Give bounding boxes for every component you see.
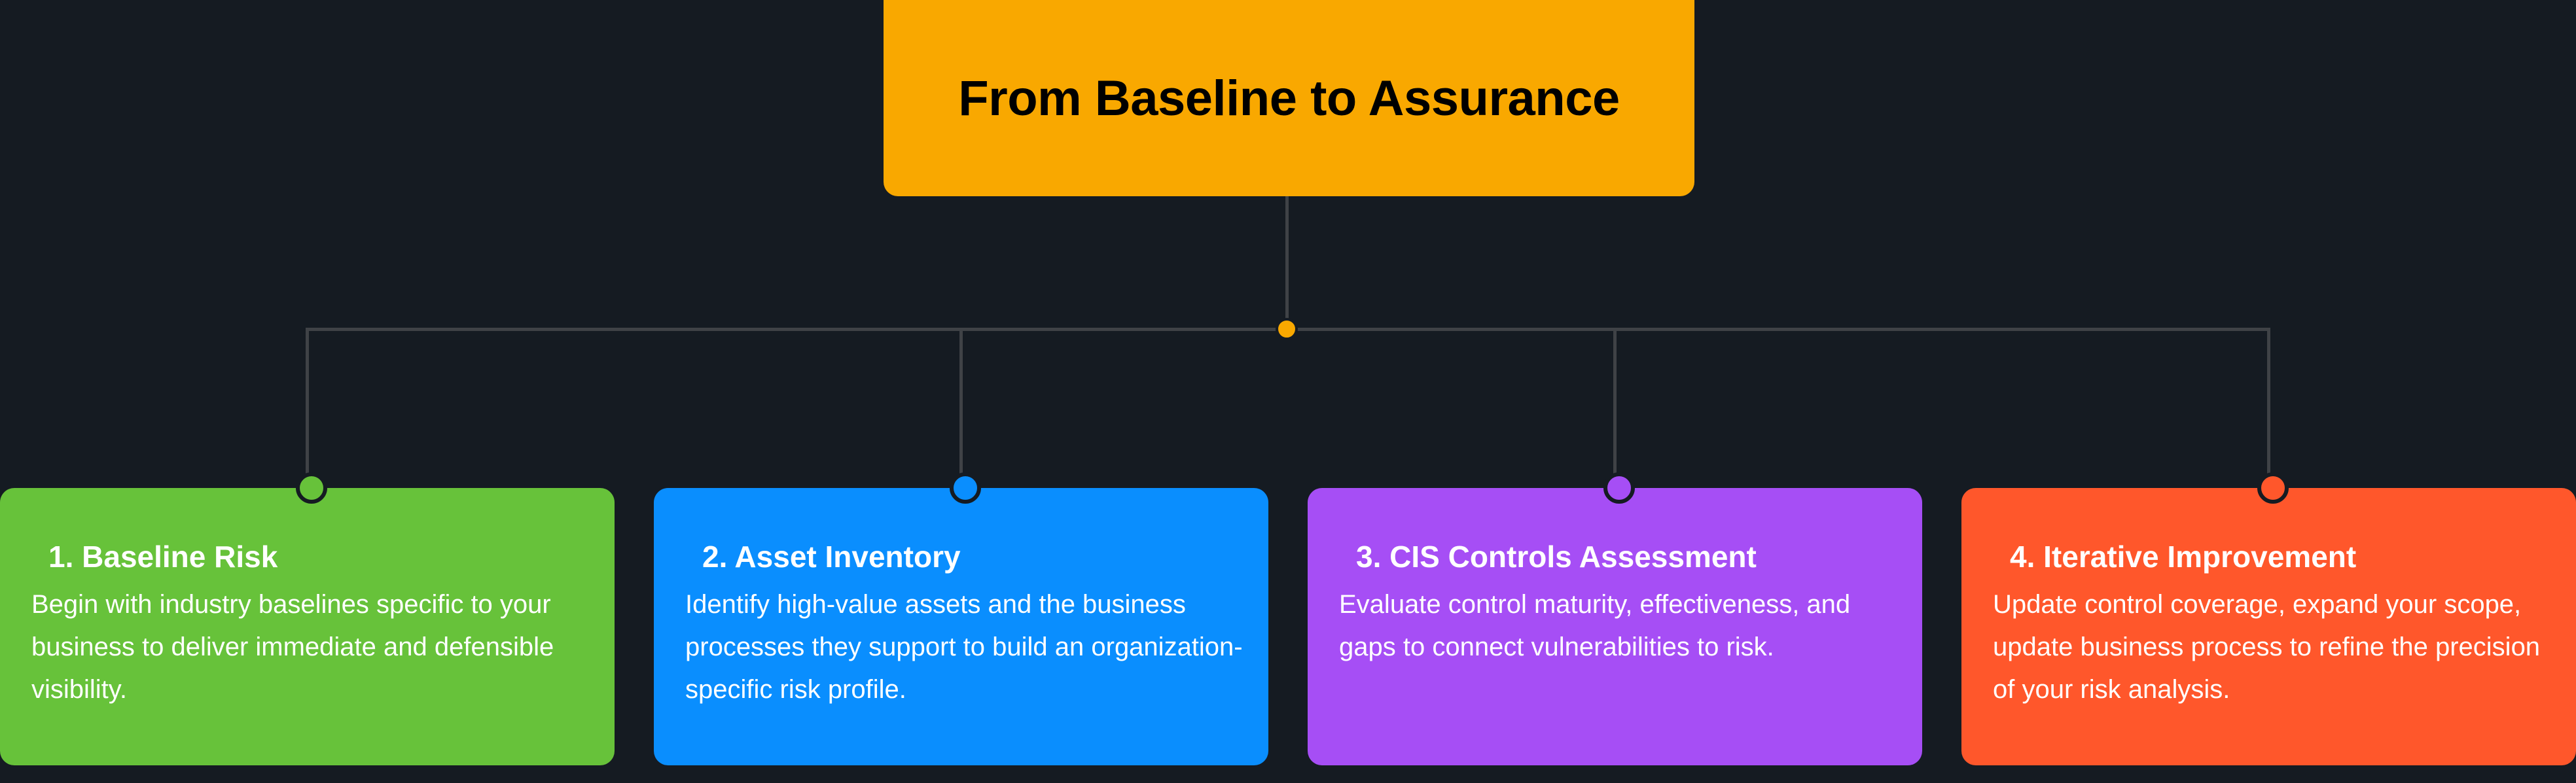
diagram-title: From Baseline to Assurance	[958, 70, 1620, 126]
step-description: Begin with industry baselines specific t…	[31, 590, 554, 704]
connector-trunk	[1285, 196, 1289, 321]
step-node-dot	[1603, 472, 1635, 504]
step-title: 4. Iterative Improvement	[2010, 540, 2357, 574]
step-title: 1. Baseline Risk	[48, 540, 278, 574]
step-description: Evaluate control maturity, effectiveness…	[1339, 590, 1851, 661]
step-title: 2. Asset Inventory	[702, 540, 961, 574]
connector-branch-4	[2267, 328, 2270, 475]
connector-branch-3	[1613, 328, 1617, 475]
connector-branch-1	[306, 328, 309, 475]
connector-branch-2	[959, 328, 963, 475]
step-node-dot	[2257, 472, 2289, 504]
step-description: Update control coverage, expand your sco…	[1993, 590, 2541, 704]
step-node-dot	[950, 472, 981, 504]
center-node-dot	[1276, 318, 1298, 340]
step-node-dot	[296, 472, 327, 504]
step-title: 3. CIS Controls Assessment	[1356, 540, 1757, 574]
step-description: Identify high-value assets and the busin…	[685, 590, 1243, 704]
title-box: From Baseline to Assurance	[884, 0, 1694, 196]
